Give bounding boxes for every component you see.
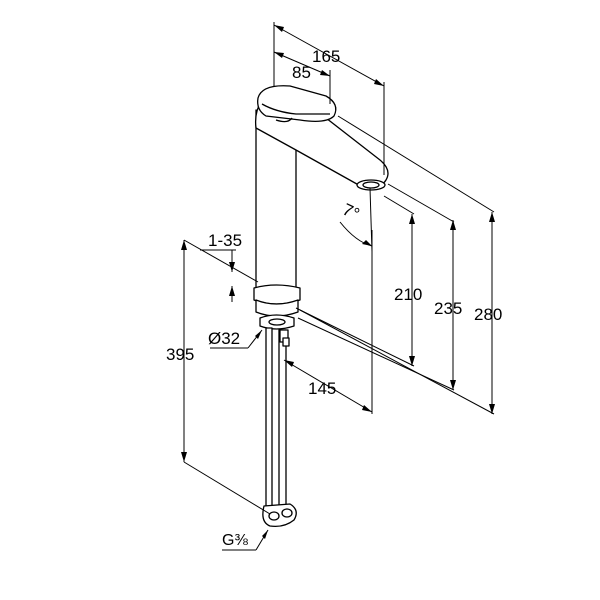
dim-85-label: 85 (292, 63, 311, 82)
dim-1-35-label: 1-35 (208, 231, 242, 250)
dim-g3-8-label: G⅜ (222, 532, 248, 549)
dim-145-label: 145 (308, 379, 336, 398)
dim-165-label: 165 (312, 47, 340, 66)
faucet-body (253, 85, 389, 330)
dim-210-label: 210 (394, 285, 422, 304)
dim-235-label: 235 (434, 299, 462, 318)
dimension-lines (181, 22, 495, 551)
dim-280-label: 280 (474, 305, 502, 324)
dim-7deg-label: 7° (340, 200, 363, 224)
dim-395-label: 395 (166, 345, 194, 364)
dim-diameter-32-label: Ø32 (208, 329, 240, 348)
dimension-labels: 165 85 7° 1-35 Ø32 395 210 235 280 145 G… (166, 47, 502, 549)
supply-hoses (262, 327, 297, 528)
